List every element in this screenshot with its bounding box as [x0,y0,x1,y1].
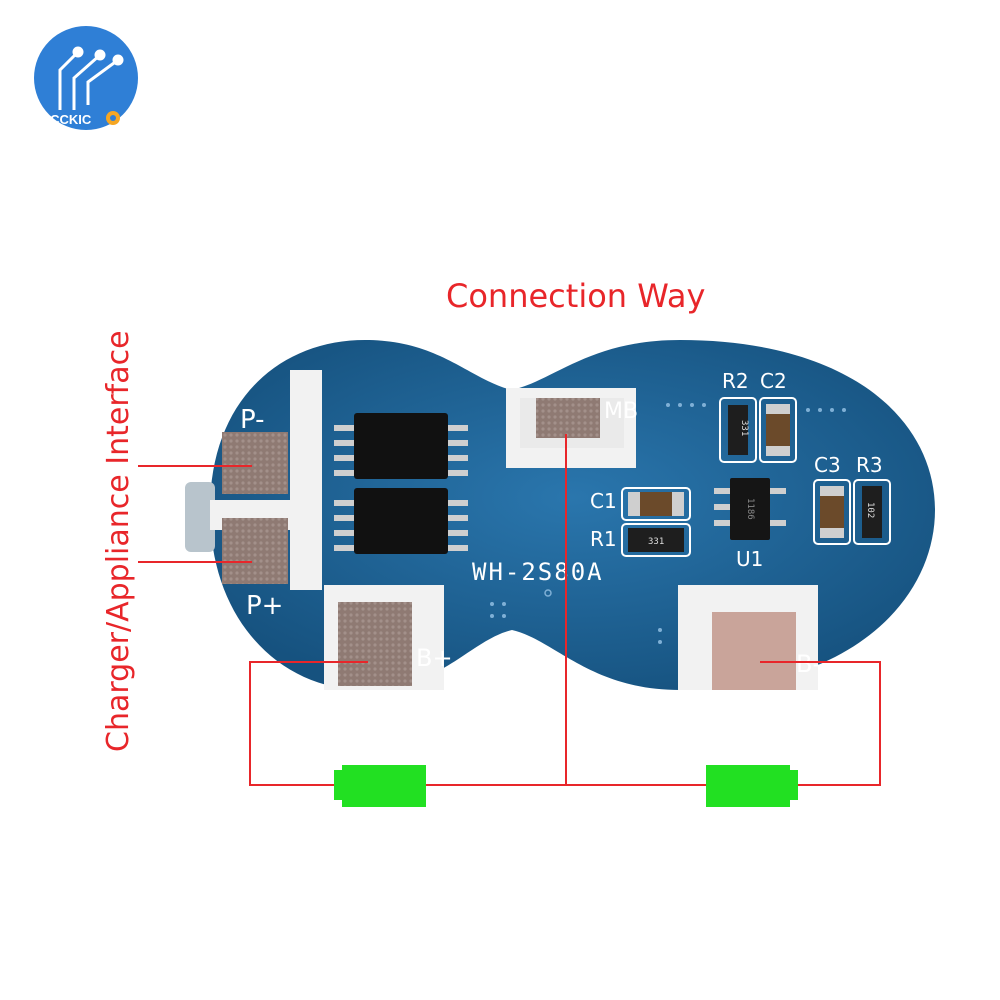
connection-wires [138,434,881,786]
label-r1: R1 [590,527,617,551]
r1-marking: 331 [648,537,664,547]
label-b-plus: B+ [416,644,453,672]
mosfet-chip-bottom [334,488,468,554]
battery-left-icon [334,765,426,807]
pad-p-plus [222,518,288,584]
wire-b-minus [760,661,881,786]
component-c1 [621,487,691,521]
pad-b-minus [712,612,796,690]
mosfet-chip-top [334,413,468,479]
component-r1: 331 [621,523,691,557]
gear-icon [106,111,120,125]
board-model: WH-2S80A [472,558,604,586]
r3-marking: 102 [865,502,875,518]
u1-marking: 1186 [745,498,755,520]
pad-frame-p [210,370,322,590]
r2-marking: 331 [739,420,749,436]
component-r3: 102 [853,479,891,545]
pcb-board: 331 331 1186 [185,340,935,690]
pad-b-plus [338,602,412,686]
diagram-title: Connection Way [446,277,705,315]
circuit-icon [58,46,124,110]
board-edge-tab [185,482,215,552]
label-mb: MB [604,399,638,424]
battery-right-icon [706,765,798,807]
label-p-plus: P+ [246,591,283,621]
label-u1: U1 [736,547,763,571]
label-p-minus: P- [240,405,265,435]
component-u1: 1186 [714,478,786,540]
pad-mb [536,398,600,438]
brand-logo: OCCKIC [34,26,138,130]
component-c2 [759,397,797,463]
component-c3 [813,479,851,545]
label-r3: R3 [856,453,883,477]
brand-name: OCCKIC [40,112,92,127]
label-r2: R2 [722,369,749,393]
label-b-minus: B- [796,650,821,678]
label-c1: C1 [590,489,617,513]
pad-p-minus [222,432,288,494]
component-r2: 331 [719,397,757,463]
via-dots [490,403,846,644]
interface-label: Charger/Appliance Interface [101,330,136,752]
wire-b-plus [249,661,368,786]
label-c3: C3 [814,453,841,477]
label-c2: C2 [760,369,787,393]
